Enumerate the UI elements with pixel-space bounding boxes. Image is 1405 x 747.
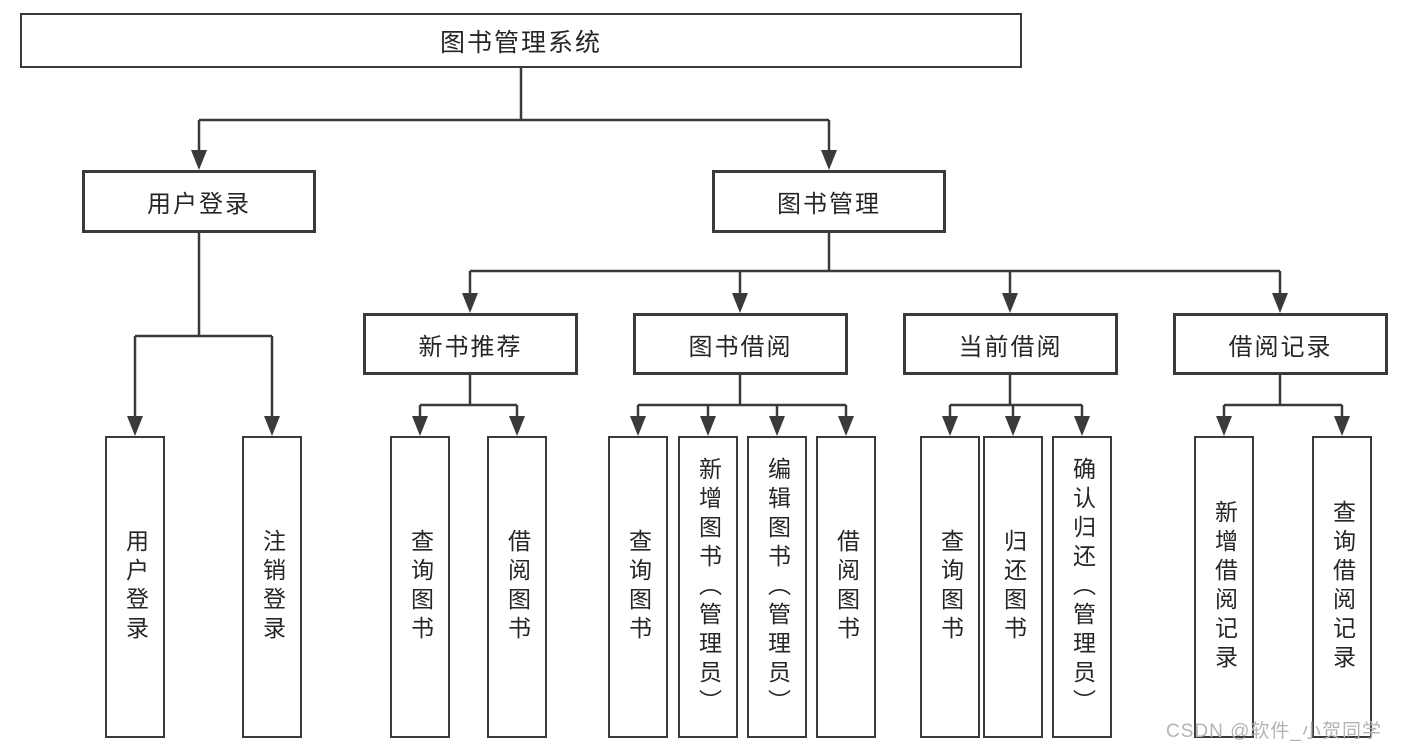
leaf-records-query-record: 查询借阅记录 (1312, 436, 1372, 738)
leaf-borrow-add-books-admin-label: 新增图书（管理员） (695, 456, 722, 718)
node-book-management: 图书管理 (712, 170, 946, 233)
node-current-borrowing: 当前借阅 (903, 313, 1118, 375)
node-book-management-label: 图书管理 (777, 191, 881, 218)
leaf-borrow-edit-books-admin: 编辑图书（管理员） (747, 436, 807, 738)
node-new-book-recommend: 新书推荐 (363, 313, 578, 375)
leaf-borrow-query-books-label: 查询图书 (625, 529, 652, 645)
node-book-borrowing-label: 图书借阅 (688, 333, 793, 361)
node-borrowing-records: 借阅记录 (1173, 313, 1388, 375)
leaf-logout-label: 注销登录 (259, 529, 286, 645)
leaf-newrec-query-books: 查询图书 (390, 436, 450, 738)
leaf-records-add-record-label: 新增借阅记录 (1211, 500, 1238, 674)
leaf-logout: 注销登录 (242, 436, 302, 738)
leaf-current-confirm-return-admin: 确认归还（管理员） (1052, 436, 1112, 738)
node-user-login-label: 用户登录 (147, 191, 251, 218)
leaf-newrec-borrow-books: 借阅图书 (487, 436, 547, 738)
leaf-borrow-borrow-books: 借阅图书 (816, 436, 876, 738)
leaf-borrow-query-books: 查询图书 (608, 436, 668, 738)
watermark: CSDN @软件_小贺同学 (1166, 721, 1382, 742)
leaf-current-query-books: 查询图书 (920, 436, 980, 738)
leaf-user-login-label: 用户登录 (122, 529, 149, 645)
leaf-borrow-edit-books-admin-label: 编辑图书（管理员） (764, 456, 791, 718)
node-borrowing-records-label: 借阅记录 (1228, 333, 1333, 361)
leaf-current-query-books-label: 查询图书 (937, 529, 964, 645)
leaf-newrec-borrow-books-label: 借阅图书 (504, 529, 531, 645)
leaf-newrec-query-books-label: 查询图书 (407, 529, 434, 645)
leaf-current-return-books: 归还图书 (983, 436, 1043, 738)
leaf-current-return-books-label: 归还图书 (1000, 529, 1027, 645)
leaf-records-query-record-label: 查询借阅记录 (1329, 500, 1356, 674)
node-current-borrowing-label: 当前借阅 (958, 333, 1063, 361)
leaf-user-login: 用户登录 (105, 436, 165, 738)
node-new-book-recommend-label: 新书推荐 (418, 333, 523, 361)
node-user-login: 用户登录 (82, 170, 316, 233)
leaf-borrow-borrow-books-label: 借阅图书 (833, 529, 860, 645)
leaf-borrow-add-books-admin: 新增图书（管理员） (678, 436, 738, 738)
leaf-records-add-record: 新增借阅记录 (1194, 436, 1254, 738)
node-book-borrowing: 图书借阅 (633, 313, 848, 375)
node-library-system-label: 图书管理系统 (439, 28, 602, 57)
leaf-current-confirm-return-admin-label: 确认归还（管理员） (1069, 456, 1096, 718)
node-library-system: 图书管理系统 (20, 13, 1022, 68)
